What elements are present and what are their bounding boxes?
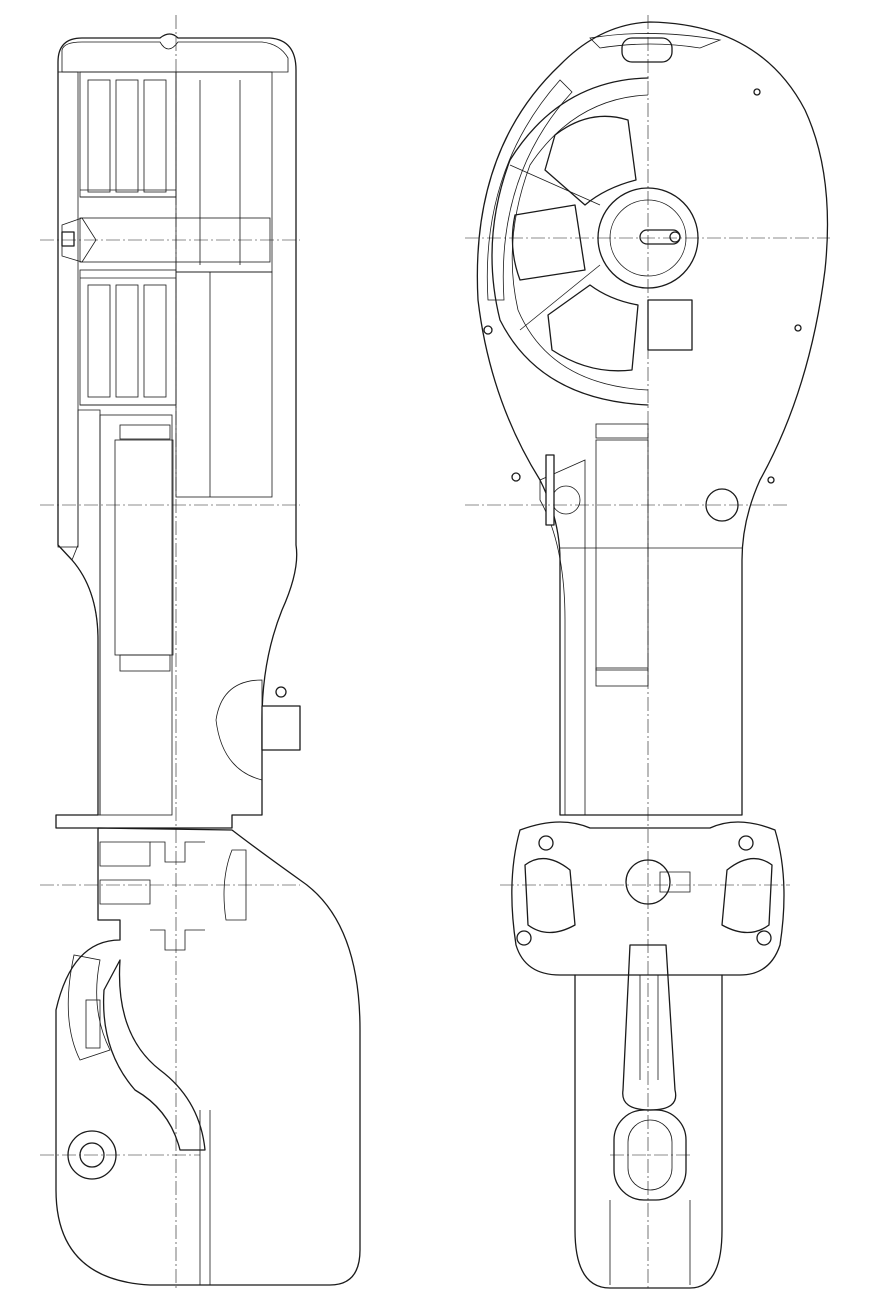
right-yoke-bolt-bl [516,930,532,946]
right-body-outline [476,21,829,816]
left-shaft-end [61,217,97,263]
right-screw-5 [767,476,775,484]
right-yoke-center-pin [625,859,671,905]
left-hook-insert [67,954,111,1061]
right-yoke-window-left [524,858,576,934]
right-top-cap-hatch [589,33,722,49]
right-yoke-window-right [721,858,773,934]
right-lower-bar [609,1200,691,1285]
left-jaw-block-hatch [99,841,151,905]
right-cylinder-wall [539,459,586,816]
left-spring [85,999,101,1049]
right-window-bottom [547,284,639,372]
left-cylinder-wall [71,409,101,816]
right-wheel-rim [491,77,649,406]
left-seal-bottom [119,654,171,672]
left-c-hook [102,959,206,1151]
right-view [465,15,830,1290]
left-u-link [150,841,205,951]
left-piston [114,439,174,656]
right-yoke-bolt-tr [738,835,754,851]
left-stator-lower [79,269,177,406]
right-screw-4 [794,324,802,332]
left-valve-knob [261,705,301,751]
right-screw-2 [511,472,521,482]
left-valve-housing [215,679,263,781]
left-jaw-side-hatch [223,849,247,921]
right-screw-3 [753,88,761,96]
right-yoke-bolt-br [756,930,772,946]
right-yoke-bolt-tl [538,835,554,851]
right-seal-top [595,423,649,439]
right-arc-wall [486,79,573,301]
right-top-handle [621,37,673,63]
right-window-top [544,115,637,206]
right-seal-bottom [595,667,649,687]
right-lever [622,944,677,1111]
left-stator-upper [79,71,177,198]
right-fork [574,974,723,1289]
left-jaw-head [55,827,361,1286]
right-bracket [647,299,693,351]
right-screw-1 [483,325,493,335]
left-motor-right-half [175,71,273,273]
left-housing-wall-upper [57,71,79,548]
right-wheel-inner [511,94,649,391]
right-yoke [511,821,785,976]
left-piston-chamber [99,414,173,816]
left-top-cap [61,41,289,73]
right-window-mid [511,204,586,281]
right-piston [595,439,649,671]
left-motor-frame [175,271,273,498]
left-view [40,15,361,1290]
left-seal-top [119,424,171,440]
